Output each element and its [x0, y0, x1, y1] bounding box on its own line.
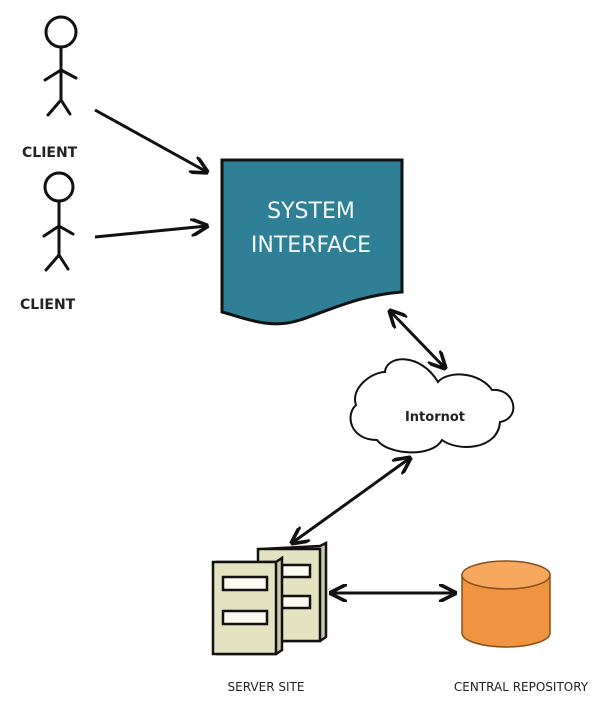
central-repository-icon[interactable]: [461, 560, 551, 648]
internet-cloud-shape[interactable]: [349, 358, 515, 454]
edge-client1-to-interface: [94, 108, 207, 172]
client-2-label: CLIENT: [20, 297, 76, 313]
system-interface-line1: SYSTEM: [267, 199, 355, 224]
edge-internet-server: [292, 458, 410, 543]
central-repository-label: CENTRAL REPOSITORY: [454, 680, 589, 694]
system-interface-line2: INTERFACE: [251, 233, 371, 258]
internet-label: Intornot: [405, 410, 465, 425]
client-2-figure-icon: [42, 171, 75, 272]
server-site-icon[interactable]: [211, 540, 328, 656]
client-1-figure-icon: [43, 15, 78, 117]
edge-interface-internet: [390, 311, 445, 368]
client-1-label: CLIENT: [22, 145, 78, 161]
system-interface-shape[interactable]: [220, 158, 404, 326]
server-site-label: SERVER SITE: [228, 680, 305, 694]
edge-client2-to-interface: [94, 226, 207, 239]
